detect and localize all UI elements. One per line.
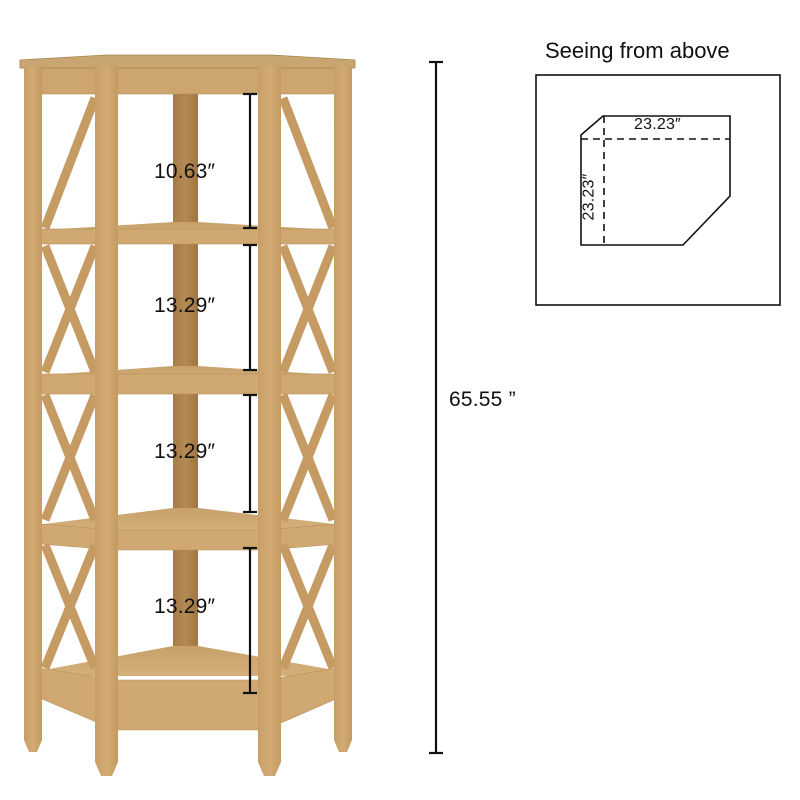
- right-x-braces: [278, 96, 338, 670]
- top-slab: [19, 54, 356, 69]
- overall-height-label: 65.55 ”: [449, 388, 516, 411]
- shelf-gap-3-label: 13.29″: [154, 440, 216, 463]
- top-view-title: Seeing from above: [545, 38, 730, 63]
- top-view-frame: [535, 74, 781, 306]
- top-view-outline: [580, 115, 731, 246]
- shelf-gap-1-label: 10.63″: [154, 160, 216, 183]
- shelf-gap-4-label: 13.29″: [154, 595, 216, 618]
- top-apron: [35, 65, 341, 95]
- shelf-dimension-bars: [243, 92, 257, 695]
- top-view-width-label: 23.23″: [634, 116, 681, 133]
- shelf-gap-2-label: 13.29″: [154, 294, 216, 317]
- left-x-braces: [40, 96, 100, 670]
- overall-height-bar: [429, 60, 443, 755]
- legs: [24, 66, 352, 776]
- top-view-depth-label: 23.23″: [580, 173, 598, 221]
- top-view-diagram: [535, 74, 781, 306]
